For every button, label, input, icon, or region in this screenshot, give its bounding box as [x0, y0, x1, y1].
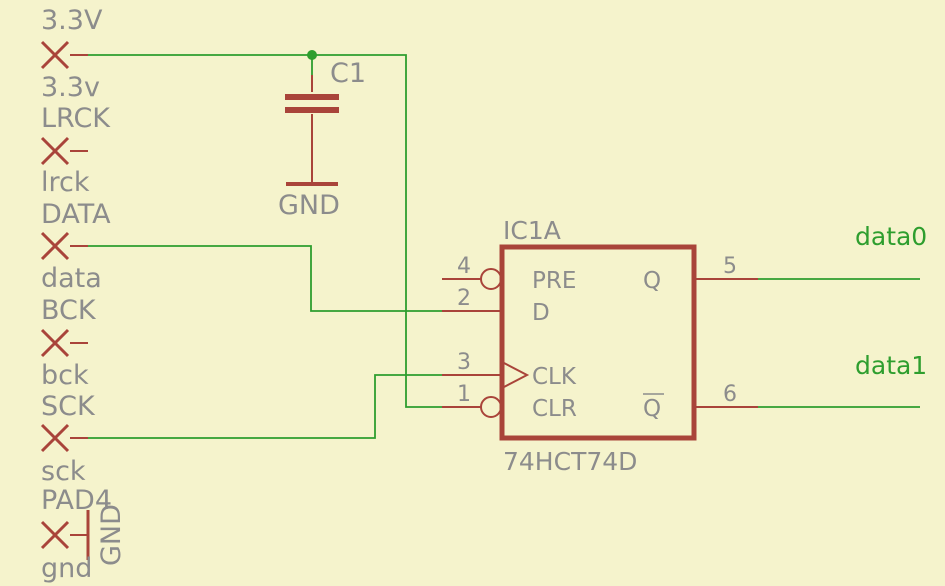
pad-name-sck: SCK	[41, 391, 96, 422]
pin-label-clr: CLR	[532, 396, 577, 422]
net-label-data1: data1	[855, 351, 927, 380]
pad4-gnd-label: GND	[96, 504, 127, 566]
pin-number-clk: 3	[457, 350, 471, 375]
pin-label-pre: PRE	[532, 268, 576, 294]
pad-value-3v3: 3.3v	[41, 72, 100, 103]
pad-bck[interactable]	[40, 328, 88, 358]
pin-label-qbar: Q	[643, 396, 661, 422]
ic-name: IC1A	[503, 216, 561, 245]
ic-value: 74HCT74D	[503, 447, 637, 476]
pin-number-pre: 4	[457, 254, 471, 279]
pad-name-3v3: 3.3V	[41, 5, 103, 36]
pad-pad4[interactable]	[40, 510, 90, 560]
net-label-data0: data0	[855, 222, 927, 251]
pad-data[interactable]	[40, 231, 88, 261]
junction-dot	[307, 50, 317, 60]
pad-name-pad4: PAD4	[41, 485, 112, 516]
pin-number-qbar: 6	[723, 382, 737, 407]
pad-3v3[interactable]	[40, 40, 88, 70]
pad-value-data: data	[41, 263, 102, 294]
pin-number-q: 5	[723, 254, 737, 279]
capacitor-name: C1	[330, 58, 366, 89]
pin-label-q: Q	[643, 268, 661, 294]
pin-number-d: 2	[457, 286, 471, 311]
pad-value-pad4: gnd	[41, 553, 92, 584]
pad-value-bck: bck	[41, 360, 89, 391]
pin-label-clk: CLK	[532, 364, 577, 390]
wire-sck-to-clk[interactable]	[70, 374, 442, 439]
ic-flipflop[interactable]	[442, 244, 758, 441]
pad-value-sck: sck	[41, 456, 86, 487]
pad-name-bck: BCK	[41, 295, 97, 326]
pad-sck[interactable]	[40, 423, 88, 453]
pin-label-d: D	[532, 300, 550, 326]
pad-name-data: DATA	[41, 199, 111, 230]
pad-lrck[interactable]	[40, 136, 88, 166]
capacitor-gnd-label: GND	[278, 190, 340, 221]
pin-number-clr: 1	[457, 382, 471, 407]
capacitor-c1[interactable]	[285, 75, 339, 186]
wire-3v3-to-clr[interactable]	[70, 54, 442, 408]
pad-value-lrck: lrck	[41, 167, 90, 198]
pad-name-lrck: LRCK	[41, 103, 111, 134]
wire-data-to-d[interactable]	[70, 245, 442, 312]
